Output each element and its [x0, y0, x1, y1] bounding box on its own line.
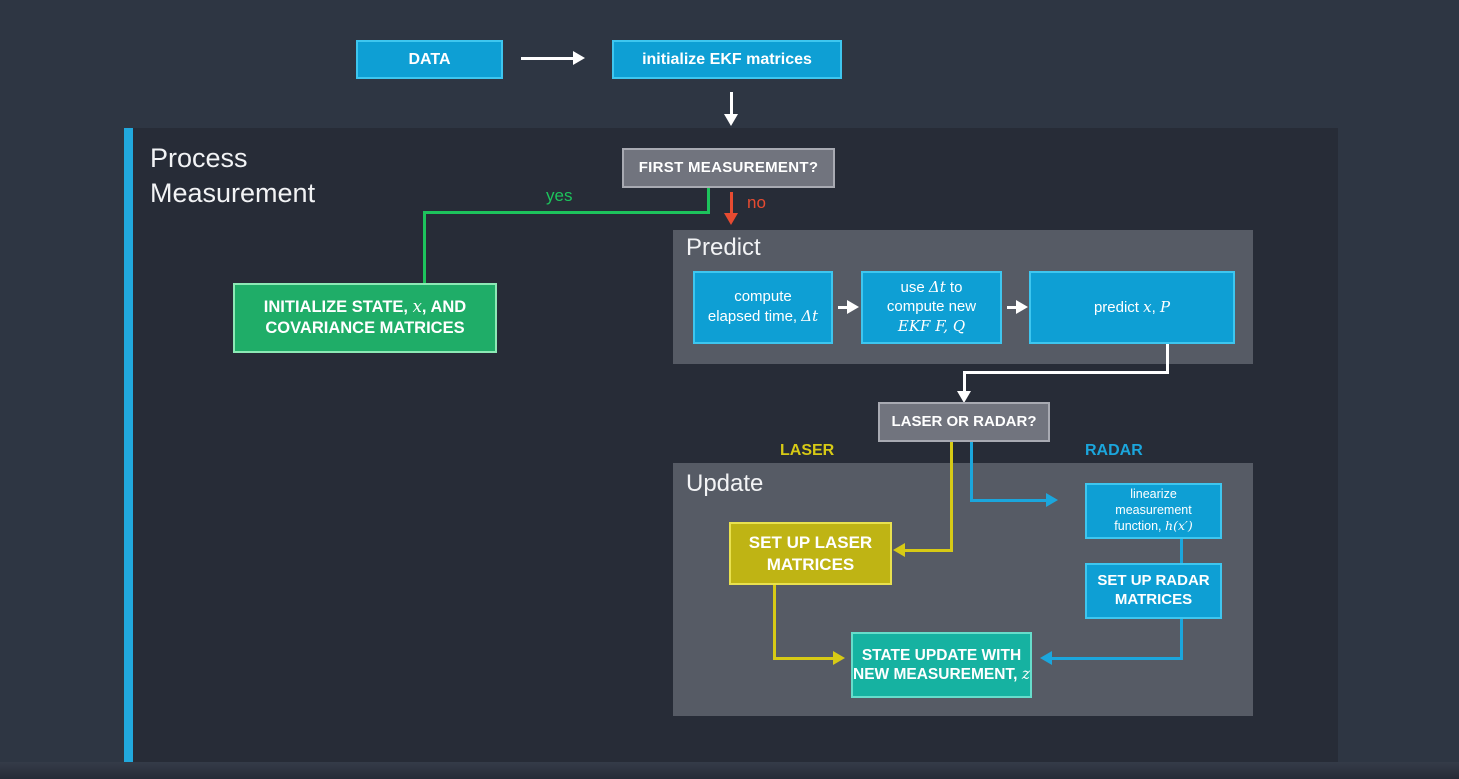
math-delta-t: Δt [928, 278, 946, 297]
first-measurement-label: FIRST MEASUREMENT? [638, 158, 819, 176]
arrowhead-right-icon [1016, 300, 1028, 314]
math-ekf-f-q: EKF F, Q [897, 316, 966, 335]
line-segment [905, 549, 953, 552]
line-segment [838, 306, 848, 309]
text-part: elapsed time, [707, 308, 802, 325]
arrowhead-down-icon [724, 114, 738, 126]
predict-title-text: Predict [686, 234, 761, 261]
box-line: elapsed time, Δt [708, 307, 818, 327]
laser-branch-label: LASER [780, 442, 834, 460]
text-part: NEW MEASUREMENT, [853, 666, 1022, 683]
line-segment [423, 211, 710, 214]
no-label: no [747, 193, 766, 213]
line-segment [1180, 539, 1183, 563]
compute-elapsed-time-box: compute elapsed time, Δt [693, 271, 833, 344]
radar-branch-label: RADAR [1085, 442, 1143, 460]
arrowhead-right-icon [1046, 493, 1058, 507]
data-box-label: DATA [408, 50, 451, 68]
arrowhead-right-icon [847, 300, 859, 314]
line-segment [970, 442, 973, 502]
update-title-text: Update [686, 470, 764, 497]
yes-label: yes [546, 186, 572, 206]
init-state-line1: INITIALIZE STATE, x, AND [264, 297, 466, 318]
line-segment [971, 499, 1047, 502]
math-x: x [412, 297, 422, 317]
text-part: , AND [421, 298, 467, 317]
line-segment [423, 211, 426, 283]
arrowhead-down-icon [957, 391, 971, 403]
math-h-x-prime: h(x′) [1165, 518, 1193, 534]
initialize-ekf-box: initialize EKF matrices [612, 40, 842, 79]
arrowhead-right-icon [833, 651, 845, 665]
initialize-state-box: INITIALIZE STATE, x, AND COVARIANCE MATR… [233, 283, 497, 353]
process-measurement-title: Process Measurement [150, 141, 315, 211]
box-line: MATRICES [1114, 591, 1193, 608]
line-segment [730, 192, 733, 214]
line-segment [730, 92, 733, 115]
first-measurement-box: FIRST MEASUREMENT? [622, 148, 835, 188]
box-line: function, h(x′) [1114, 518, 1192, 535]
initialize-ekf-label: initialize EKF matrices [642, 50, 812, 68]
title-line: Measurement [150, 178, 316, 208]
laser-or-radar-box: LASER OR RADAR? [878, 402, 1050, 442]
setup-laser-matrices-box: SET UP LASER MATRICES [729, 522, 892, 585]
line-segment [950, 442, 953, 551]
line-segment [963, 371, 1169, 374]
bottom-player-strip [0, 762, 1459, 779]
box-line: linearize [1130, 487, 1177, 502]
laser-or-radar-label: LASER OR RADAR? [891, 412, 1037, 430]
linearize-measurement-box: linearize measurement function, h(x′) [1085, 483, 1222, 539]
setup-radar-matrices-box: SET UP RADAR MATRICES [1085, 563, 1222, 619]
text-part: use [900, 279, 929, 297]
line-segment [707, 188, 710, 214]
line-segment [1007, 306, 1017, 309]
box-line: EKF F, Q [887, 317, 976, 337]
text-part: to [945, 279, 963, 297]
math-delta-t: Δt [801, 307, 819, 325]
data-box: DATA [356, 40, 503, 79]
radar-text: RADAR [1085, 442, 1143, 459]
init-state-line2: COVARIANCE MATRICES [265, 319, 465, 337]
laser-text: LASER [780, 442, 835, 459]
arrowhead-right-icon [573, 51, 585, 65]
update-title: Update [686, 470, 763, 498]
text-part: INITIALIZE STATE, [263, 298, 413, 317]
box-line: MATRICES [766, 554, 855, 574]
title-line: Process [150, 143, 248, 173]
line-segment [773, 585, 776, 660]
math-x: x [1143, 297, 1152, 316]
line-segment [963, 371, 966, 392]
line-segment [521, 57, 573, 60]
compute-new-ekf-box: use Δt to compute new EKF F, Q [861, 271, 1002, 344]
predict-x-p-box: predict x, P [1029, 271, 1235, 344]
box-line: measurement [1115, 502, 1192, 517]
line-segment [1166, 344, 1169, 374]
line-segment [1180, 619, 1183, 660]
arrowhead-left-icon [893, 543, 905, 557]
arrowhead-left-icon [1040, 651, 1052, 665]
box-line: SET UP RADAR [1097, 572, 1210, 590]
box-line: predict x, P [1094, 298, 1170, 318]
predict-title: Predict [686, 234, 761, 262]
text-part: predict [1093, 298, 1144, 316]
box-line: compute new [886, 298, 977, 316]
state-update-box: STATE UPDATE WITH NEW MEASUREMENT, z [851, 632, 1032, 698]
box-line: SET UP LASER [748, 533, 873, 553]
no-text: no [747, 193, 766, 212]
line-segment [1052, 657, 1181, 660]
line-segment [774, 657, 834, 660]
text-part: function, [1114, 519, 1166, 534]
arrowhead-down-icon [724, 213, 738, 225]
box-line: STATE UPDATE WITH [861, 646, 1022, 664]
box-line: use Δt to [887, 278, 976, 298]
box-line: compute [734, 288, 792, 306]
yes-text: yes [546, 186, 573, 205]
text-part: , [1151, 298, 1160, 316]
math-z: z [1021, 665, 1030, 683]
box-line: NEW MEASUREMENT, z [853, 665, 1030, 684]
left-accent-bar [124, 128, 133, 762]
math-p: P [1159, 297, 1171, 316]
